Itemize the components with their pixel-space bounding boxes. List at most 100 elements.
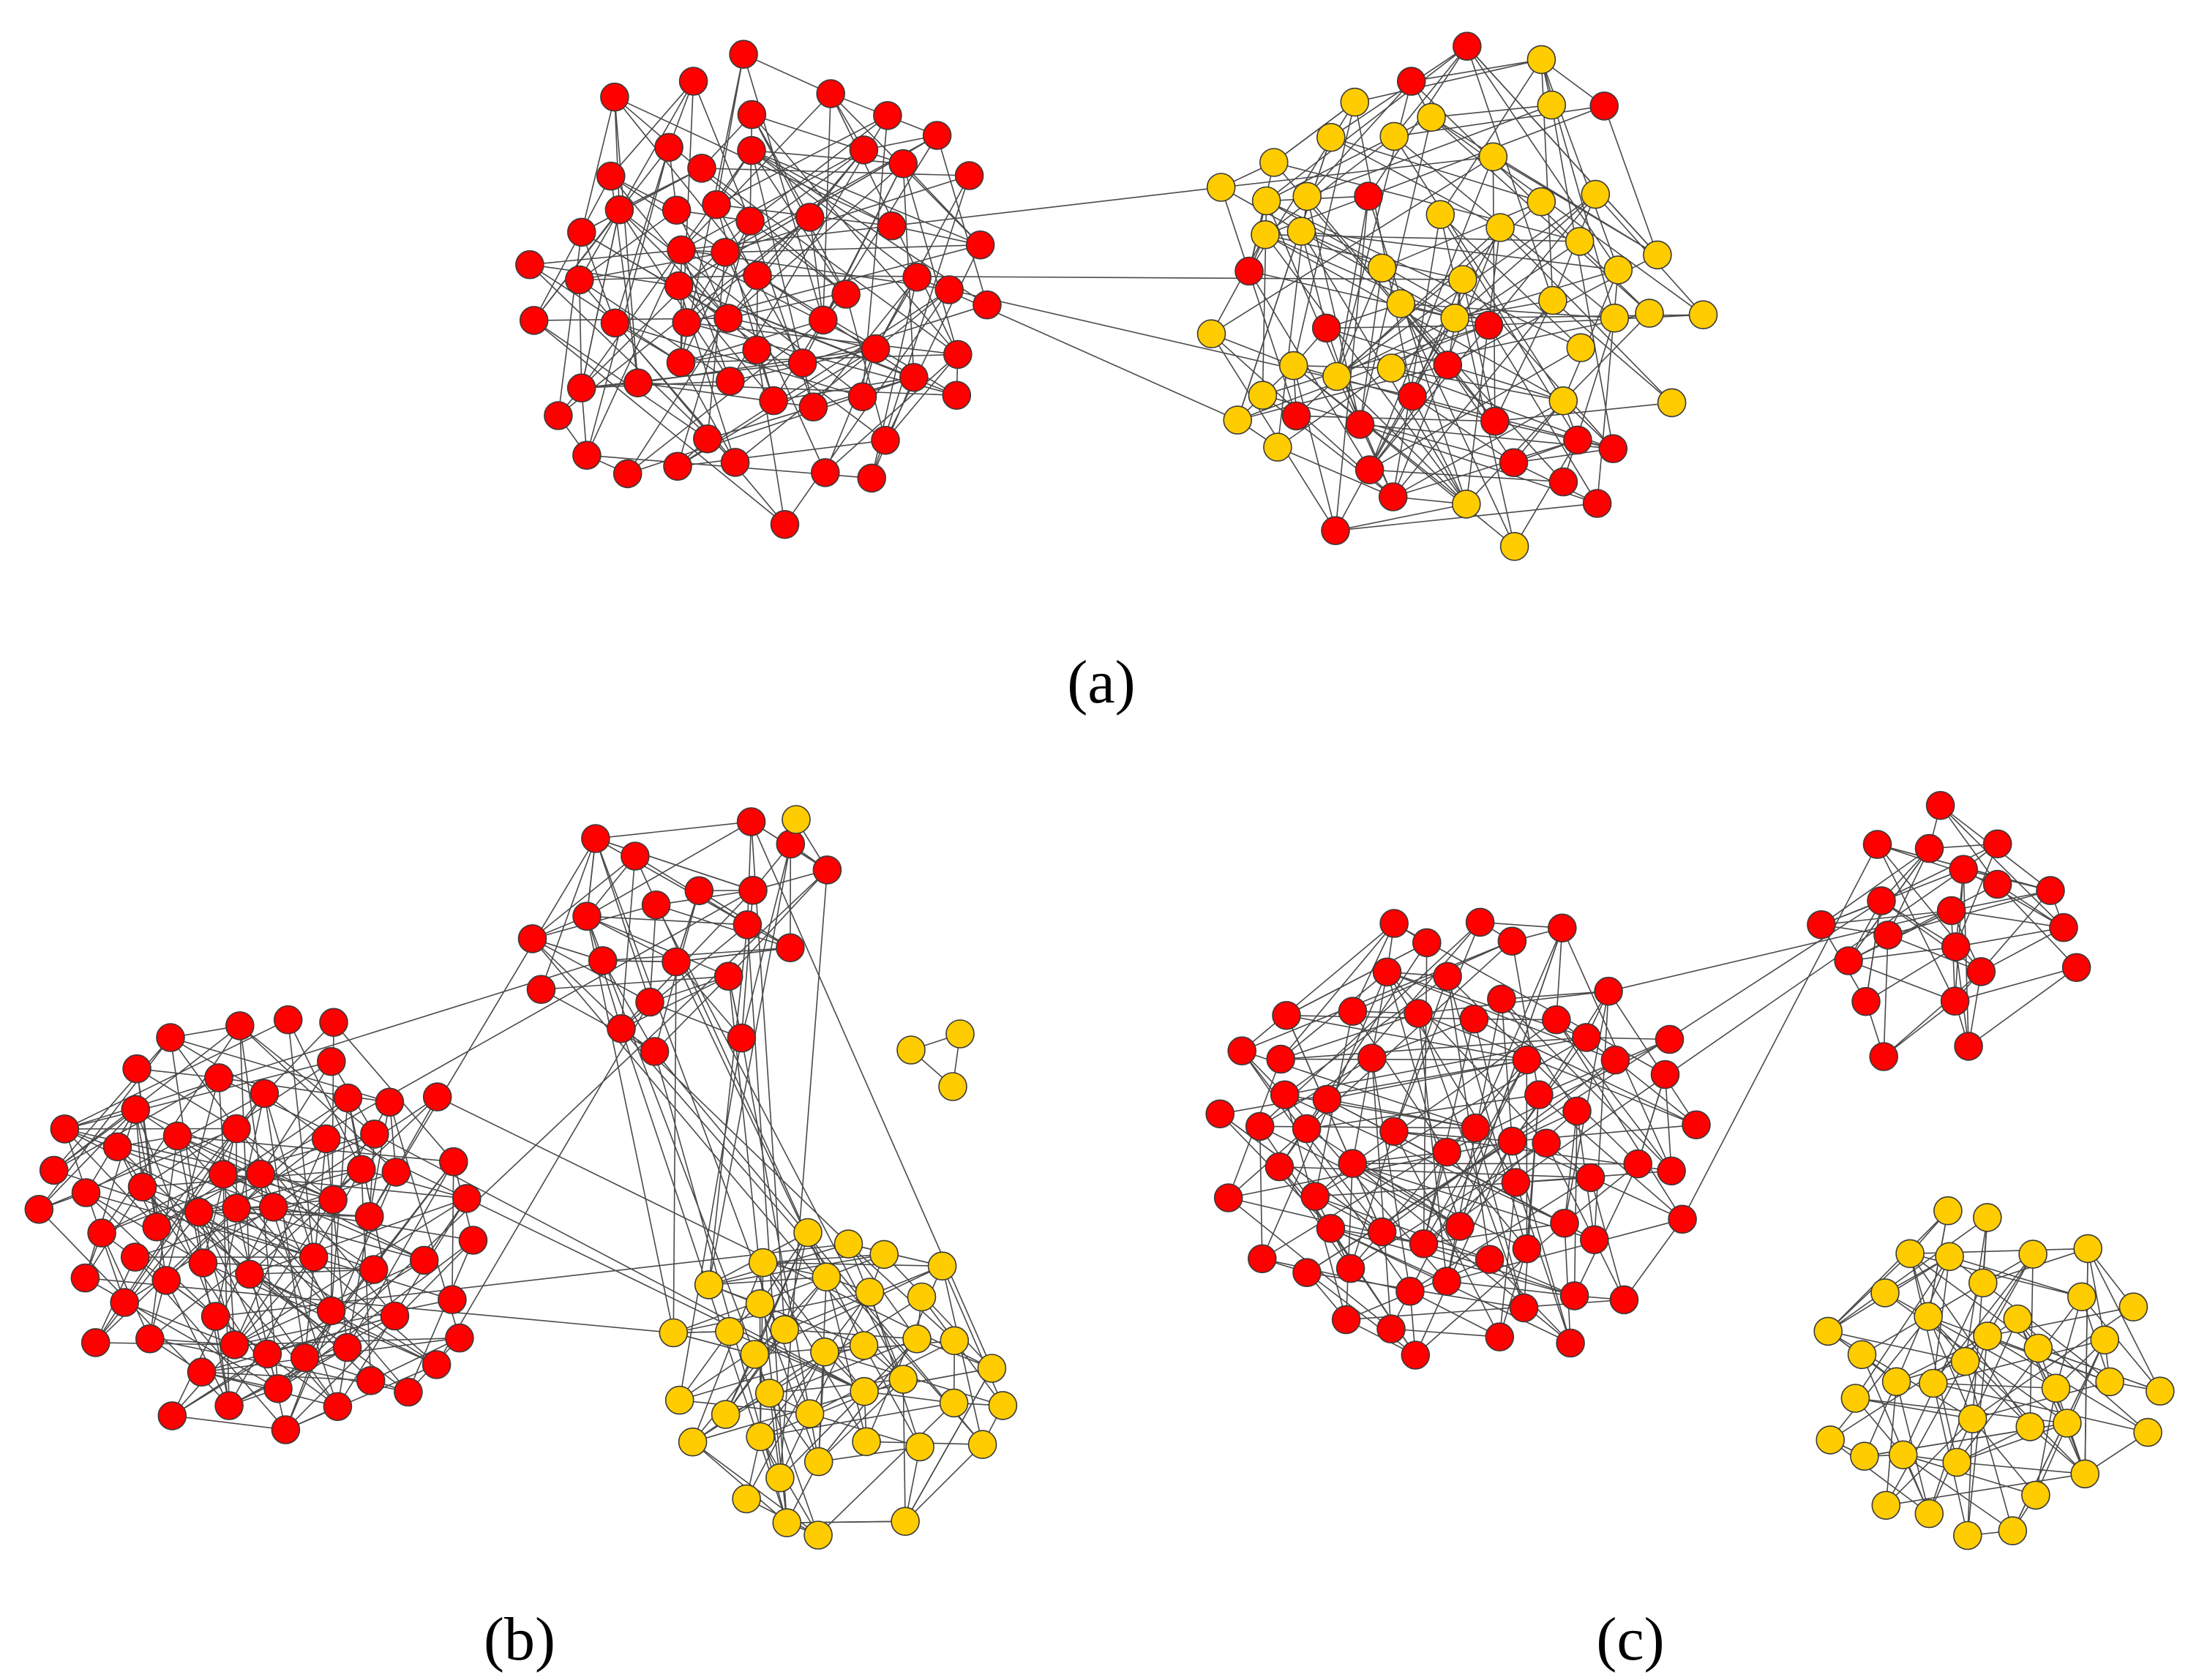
red-node bbox=[360, 1120, 389, 1149]
panel-b-edge bbox=[708, 1284, 864, 1346]
red-node bbox=[1982, 869, 2012, 899]
panel-c-edge bbox=[1933, 1382, 2148, 1433]
panel-b-edge bbox=[728, 869, 828, 977]
panel-b-edge bbox=[902, 1379, 906, 1522]
panel-b-edge bbox=[847, 1243, 955, 1341]
red-node bbox=[1205, 1099, 1235, 1129]
red-node bbox=[157, 1401, 187, 1430]
panel-b-edge bbox=[763, 1253, 885, 1264]
panel-a-edge bbox=[1211, 333, 1294, 367]
red-node bbox=[458, 1226, 488, 1255]
yellow-node bbox=[938, 1072, 967, 1101]
panel-b-edge bbox=[228, 1346, 348, 1406]
red-node bbox=[1668, 1204, 1697, 1234]
red-node bbox=[1655, 1024, 1685, 1054]
panel-c-edge bbox=[2017, 1319, 2068, 1424]
red-node bbox=[713, 961, 743, 991]
panel-a-edge bbox=[701, 168, 970, 176]
panel-a-edge bbox=[581, 97, 615, 233]
panel-c-edge bbox=[1883, 971, 1982, 1057]
panel-a-edge bbox=[1488, 314, 1704, 326]
red-node bbox=[1623, 1149, 1652, 1179]
panel-c-edge bbox=[1614, 1060, 1697, 1125]
red-node bbox=[1433, 961, 1462, 991]
yellow-node bbox=[855, 1278, 885, 1307]
panel-c-edge bbox=[1564, 1111, 1578, 1223]
panel-c-edge bbox=[1876, 844, 1956, 1002]
panel-b-edge bbox=[787, 1520, 906, 1523]
panel-c-edge bbox=[2035, 1388, 2057, 1496]
panel-b-edge bbox=[236, 1128, 334, 1201]
red-node bbox=[409, 1245, 439, 1275]
yellow-node bbox=[1968, 1268, 1998, 1298]
red-node bbox=[1548, 467, 1578, 497]
panel-b-edge bbox=[746, 924, 788, 1523]
yellow-node bbox=[891, 1507, 920, 1536]
red-node bbox=[1376, 1314, 1406, 1343]
red-node bbox=[1338, 1149, 1367, 1178]
panel-b-edge bbox=[708, 844, 792, 1286]
yellow-node bbox=[1206, 173, 1236, 202]
red-node bbox=[662, 195, 692, 225]
panel-c-edge bbox=[1220, 1059, 1527, 1115]
panel-a-edge bbox=[1562, 312, 1650, 402]
yellow-node bbox=[849, 1331, 879, 1360]
yellow-node bbox=[745, 1289, 775, 1319]
panel-b-edge bbox=[337, 1198, 468, 1407]
panel-c-edge bbox=[1865, 946, 1957, 1002]
panel-a-edge bbox=[1400, 303, 1564, 483]
panel-b-edge bbox=[656, 904, 791, 949]
yellow-node bbox=[2067, 1282, 2097, 1312]
panel-a-edge bbox=[749, 115, 888, 222]
panel-a-edge bbox=[1466, 45, 1619, 271]
yellow-node bbox=[1973, 1203, 2002, 1232]
panel-c-edge bbox=[1573, 1163, 1638, 1297]
panel-c-edge bbox=[1501, 999, 1513, 1141]
red-node bbox=[1941, 932, 1971, 961]
red-node bbox=[899, 362, 929, 392]
yellow-node bbox=[1935, 1242, 1964, 1272]
red-node bbox=[381, 1158, 411, 1187]
panel-b-edge bbox=[692, 1441, 787, 1523]
red-node bbox=[102, 1132, 132, 1162]
panel-b-edge bbox=[177, 1135, 425, 1261]
panel-b-edge bbox=[263, 1021, 334, 1095]
red-node bbox=[1589, 91, 1619, 121]
panel-b-edge bbox=[95, 1212, 200, 1343]
panel-a-edge bbox=[1306, 80, 1412, 197]
panel-a-edge bbox=[1431, 116, 1658, 256]
panel-c-edge bbox=[1241, 923, 1395, 1051]
yellow-node bbox=[2018, 1240, 2047, 1269]
yellow-node bbox=[1278, 350, 1308, 380]
red-node bbox=[1379, 1117, 1409, 1147]
panel-a-edge bbox=[618, 209, 729, 319]
panel-b-edge bbox=[176, 1136, 332, 1311]
red-node bbox=[318, 1185, 348, 1215]
yellow-node bbox=[1635, 299, 1664, 328]
red-node bbox=[1213, 1183, 1243, 1212]
red-node bbox=[162, 1121, 192, 1151]
panel-a-edge bbox=[902, 163, 959, 355]
panel-c-edge bbox=[1228, 1197, 1490, 1260]
red-node bbox=[720, 448, 750, 477]
red-node bbox=[776, 933, 805, 963]
panel-b-edge bbox=[370, 1337, 460, 1381]
panel-c-edge bbox=[1499, 1248, 1528, 1338]
red-node bbox=[1542, 1005, 1571, 1035]
red-node bbox=[566, 217, 596, 247]
panel-a-edge bbox=[618, 209, 863, 397]
red-node bbox=[1248, 1244, 1277, 1274]
red-node bbox=[965, 230, 995, 260]
red-node bbox=[1512, 1234, 1542, 1264]
panel-b-edge bbox=[759, 1303, 761, 1437]
panel-c-edge bbox=[1664, 1074, 1672, 1171]
panel-b-edge bbox=[171, 1259, 425, 1417]
red-node bbox=[71, 1178, 101, 1207]
panel-b-edge bbox=[85, 1192, 217, 1317]
panel-c-edge bbox=[1280, 923, 1395, 1060]
panel-a-edge bbox=[681, 250, 731, 382]
panel-b-edge bbox=[759, 1303, 820, 1462]
panel-c-edge bbox=[1909, 1253, 1957, 1463]
panel-c-edge bbox=[1459, 928, 1563, 1227]
panel-a-edge bbox=[627, 318, 729, 474]
